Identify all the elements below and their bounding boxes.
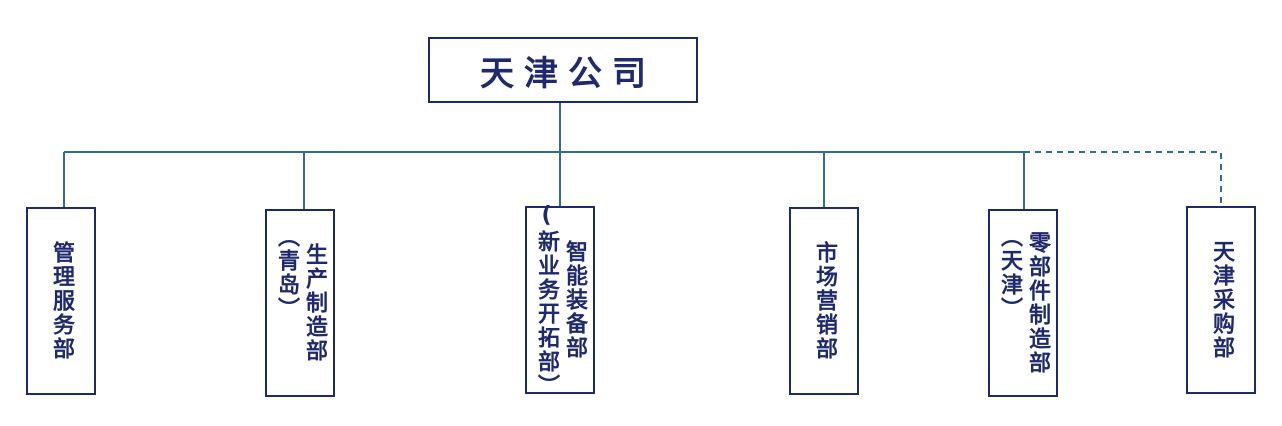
dept-label: 智能装备部 [562, 240, 587, 360]
dept-label: 市场营销部 [812, 241, 837, 361]
dept-box-production-qingdao: 生产制造部 （青岛） [265, 209, 335, 397]
dept-box-intelligent-equipment: 智能装备部 (新业务开拓部） [525, 203, 595, 398]
dept-box-marketing: 市场营销部 [789, 207, 859, 395]
dept-label: 零部件制造部 [1025, 231, 1050, 375]
dept-box-tianjin-procurement: 天津采购部 [1186, 206, 1256, 394]
dept-sublabel: （青岛） [274, 225, 299, 321]
dept-sublabel: (新业务开拓部） [534, 202, 559, 398]
root-node: 天津公司 [428, 37, 698, 103]
dept-label: 天津采购部 [1209, 240, 1234, 360]
dept-box-admin-services: 管理服务部 [26, 207, 96, 395]
dashed-link-procurement [1024, 151, 1222, 206]
dept-label: 管理服务部 [49, 241, 74, 361]
dept-sublabel: （天津） [997, 225, 1022, 321]
dept-label: 生产制造部 [302, 243, 327, 363]
dept-box-components-tianjin: 零部件制造部 （天津） [988, 209, 1058, 397]
root-label: 天津公司 [480, 53, 656, 94]
